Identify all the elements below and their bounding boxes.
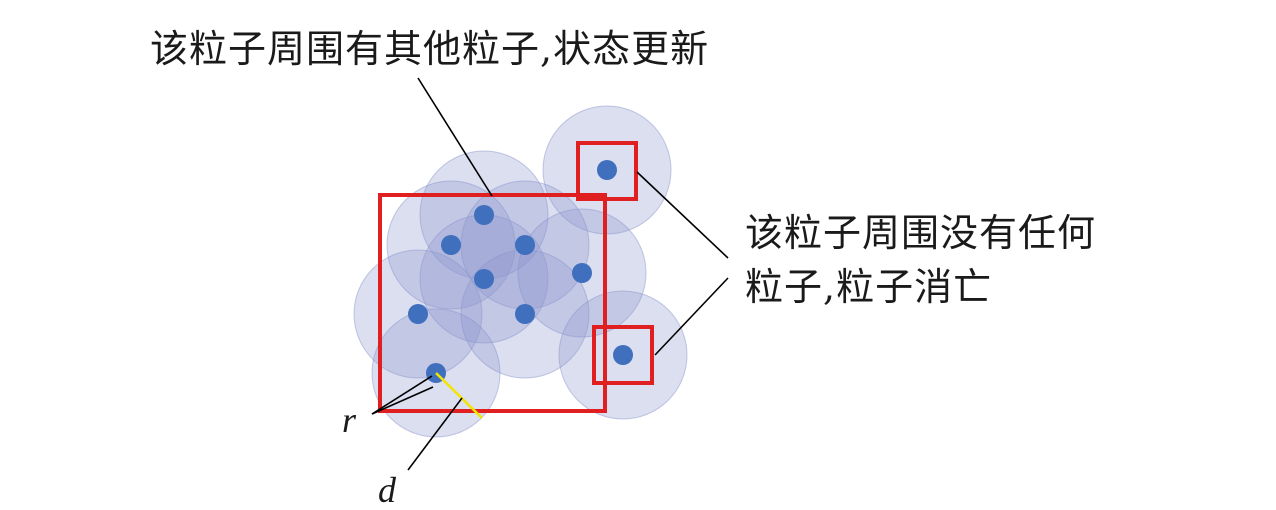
particle-dot bbox=[474, 205, 494, 225]
particle-dot bbox=[572, 263, 592, 283]
isolated-particle-box-top bbox=[576, 141, 638, 201]
leader-line-top bbox=[417, 77, 493, 197]
leader-line-r-lower bbox=[371, 386, 434, 415]
leader-lines bbox=[371, 77, 729, 471]
distance-label: d bbox=[378, 470, 397, 510]
annotation-right-line1: 该粒子周围没有任何 bbox=[745, 211, 1096, 255]
particle-dot bbox=[408, 304, 428, 324]
particle-dot bbox=[515, 304, 535, 324]
particle-dot bbox=[474, 269, 494, 289]
leader-line-r bbox=[371, 375, 433, 415]
annotation-right-line2: 粒子,粒子消亡 bbox=[745, 265, 992, 309]
particle-dot bbox=[441, 235, 461, 255]
particle-dot bbox=[597, 160, 617, 180]
particle-dot bbox=[515, 235, 535, 255]
leader-line-d bbox=[407, 397, 463, 471]
particle-dot bbox=[613, 345, 633, 365]
surviving-cluster-box bbox=[378, 193, 607, 413]
radius-segment bbox=[435, 372, 483, 419]
leader-line-right-upper bbox=[636, 171, 729, 259]
radius-label: r bbox=[342, 400, 357, 440]
isolated-particle-box-bottom bbox=[592, 325, 654, 385]
annotation-top: 该粒子周围有其他粒子,状态更新 bbox=[150, 27, 709, 71]
particles bbox=[408, 160, 633, 383]
leader-line-right-lower bbox=[654, 277, 729, 356]
